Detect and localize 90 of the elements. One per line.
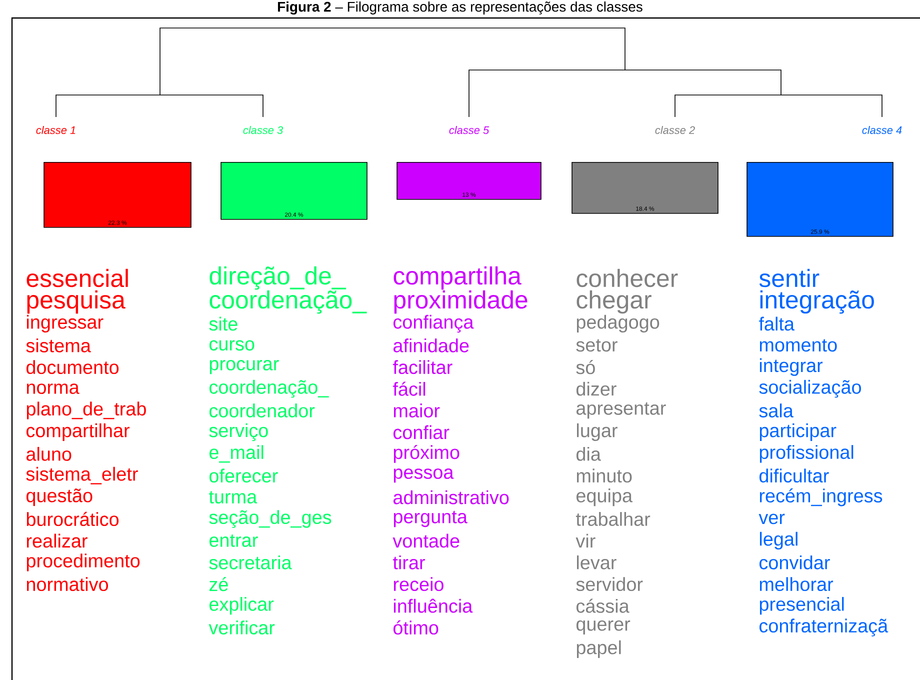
word: dia [576, 446, 601, 461]
word: cássia [576, 598, 630, 613]
word: próximo [394, 444, 460, 463]
word: levar [576, 555, 616, 570]
word: presencial [760, 596, 844, 615]
word: influência [394, 598, 473, 613]
word: vir [576, 534, 596, 548]
word: setor [576, 339, 618, 352]
class-label: classe 5 [449, 126, 490, 134]
word: dizer [576, 382, 616, 396]
word: recém_ingress [760, 488, 882, 506]
word: confiança [394, 314, 474, 333]
class-label: classe 2 [655, 126, 695, 134]
class-label: classe 3 [243, 126, 283, 134]
word: integrar [760, 358, 823, 376]
word: direção_de_ [210, 266, 346, 290]
word: integração [760, 290, 874, 314]
word: essencial [26, 268, 128, 288]
word: normativo [26, 577, 108, 592]
class-label: classe 1 [36, 126, 76, 134]
word: equipa [576, 488, 633, 506]
word: receio [394, 577, 444, 592]
word: sistema [26, 338, 91, 352]
word: burocrático [26, 512, 119, 526]
word: turma [209, 491, 258, 504]
class-label: classe 4 [862, 126, 902, 134]
word: afinidade [394, 338, 469, 352]
word: verificar [208, 620, 275, 634]
word: entrar [210, 534, 258, 547]
word: coordenador [210, 404, 315, 418]
word: procedimento [26, 554, 140, 572]
word: explicar [210, 596, 274, 615]
word: ver [758, 514, 785, 524]
word: vontade [392, 534, 460, 548]
word: pesquisa [27, 290, 126, 314]
word: compartilhar [26, 423, 130, 441]
word: compartilha [394, 266, 522, 290]
word: trabalhar [576, 512, 650, 526]
word: pergunta [394, 510, 468, 528]
word: serviço [209, 423, 268, 442]
word: aluno [26, 446, 72, 461]
word: convidar [760, 555, 830, 570]
figure-title: Figura 2 – Filograma sobre as representações das classes [278, 1, 642, 15]
word: papel [576, 640, 621, 658]
word: lugar [576, 423, 618, 441]
word: procurar [210, 360, 279, 374]
word: legal [760, 532, 798, 550]
word: só [576, 360, 595, 374]
word: realizar [26, 534, 88, 548]
word: tirar [392, 555, 425, 570]
word: confraternizaçã [760, 618, 888, 636]
word: conhecer [576, 268, 678, 288]
word: oferecer [210, 468, 278, 483]
word: pessoa [394, 468, 454, 483]
word: melhorar [760, 577, 834, 592]
word: socialização [759, 380, 861, 398]
word: documento [26, 360, 119, 374]
word: pedagogo [576, 314, 660, 332]
word: secretaria [209, 555, 292, 570]
word: chegar [576, 290, 652, 314]
word: sentir [759, 268, 820, 288]
word: profissional [760, 445, 854, 463]
word: sistema_eletr [26, 466, 138, 484]
word: participar [760, 423, 836, 441]
word: plano_de_trab [26, 402, 146, 420]
word: ótimo [394, 620, 438, 635]
word: ingressar [26, 314, 104, 332]
word: sala [759, 404, 794, 418]
word: minuto [576, 468, 632, 483]
word: servidor [576, 577, 643, 592]
word: dificultar [760, 468, 829, 483]
word: coordenação_ [210, 380, 329, 398]
word: questão [26, 488, 92, 506]
word: administrativo [394, 490, 509, 504]
word: momento [760, 339, 837, 352]
word: maior [394, 404, 440, 418]
word: facilitar [392, 360, 452, 374]
word: curso [210, 340, 254, 351]
word: zé [209, 577, 228, 592]
word: norma [26, 384, 80, 394]
word: e_mail [210, 445, 264, 463]
word: seção_de_ges [209, 510, 332, 528]
word: proximidade [394, 290, 528, 314]
word: fácil [392, 382, 426, 396]
word: confiar [394, 425, 450, 440]
word: site [209, 316, 238, 331]
word: coordenação_ [210, 290, 367, 314]
word: apresentar [576, 402, 666, 419]
word: falta [758, 316, 794, 331]
word: querer [576, 620, 630, 635]
